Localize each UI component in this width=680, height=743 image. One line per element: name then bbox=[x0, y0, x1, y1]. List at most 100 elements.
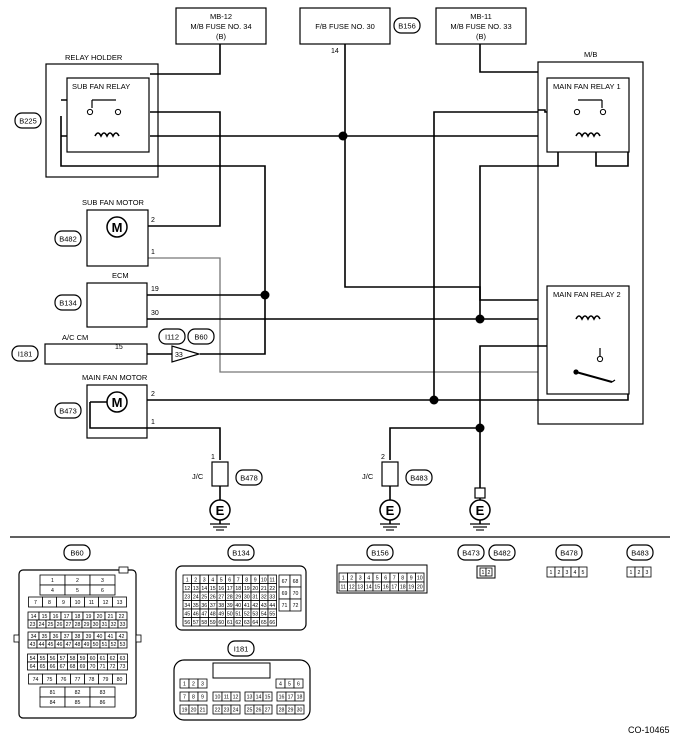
svg-text:20: 20 bbox=[252, 586, 258, 592]
ground-2: 2 E J/C B483 bbox=[362, 454, 433, 531]
svg-text:32: 32 bbox=[261, 594, 267, 600]
ac-cm-conn1: I112 bbox=[165, 333, 179, 342]
b134-pin-3: 3 bbox=[199, 574, 209, 584]
b60-pin-31: 31 bbox=[99, 619, 110, 629]
b134-pin-68: 68 bbox=[289, 574, 302, 588]
b134-pin-11: 11 bbox=[267, 574, 277, 584]
b60-pin-58: 58 bbox=[67, 653, 78, 663]
b60-pin-23: 23 bbox=[27, 619, 38, 629]
b60-pin-65: 65 bbox=[37, 661, 48, 671]
i181-pin-5: 5 bbox=[284, 678, 295, 689]
svg-text:1: 1 bbox=[186, 577, 189, 583]
svg-text:40: 40 bbox=[97, 634, 103, 640]
svg-text:47: 47 bbox=[66, 642, 72, 648]
b134-pin-40: 40 bbox=[233, 600, 243, 610]
svg-text:65: 65 bbox=[40, 664, 46, 670]
b60-pin-8: 8 bbox=[42, 596, 57, 608]
svg-text:2: 2 bbox=[192, 682, 195, 688]
svg-text:20: 20 bbox=[417, 585, 423, 591]
b156-pin-11: 11 bbox=[338, 581, 348, 592]
b60-pin-30: 30 bbox=[90, 619, 101, 629]
ground1-jc: J/C bbox=[192, 472, 204, 481]
connector-b478-label: B478 bbox=[560, 549, 578, 558]
connector-b482-label: B482 bbox=[493, 549, 511, 558]
i181-pin-20: 20 bbox=[188, 704, 199, 715]
b60-pin-6: 6 bbox=[89, 584, 116, 596]
svg-text:22: 22 bbox=[269, 586, 275, 592]
b134-pin-9: 9 bbox=[250, 574, 260, 584]
b134-pin-57: 57 bbox=[191, 617, 201, 627]
fuse-fb30-label: F/B FUSE NO. 30 bbox=[315, 22, 375, 31]
svg-text:23: 23 bbox=[224, 708, 230, 714]
svg-text:1: 1 bbox=[342, 576, 345, 582]
i181-pin-15: 15 bbox=[262, 691, 273, 702]
svg-text:16: 16 bbox=[383, 585, 389, 591]
svg-text:7: 7 bbox=[237, 577, 240, 583]
svg-text:21: 21 bbox=[261, 586, 267, 592]
b60-pin-22: 22 bbox=[115, 611, 128, 621]
b134-pin-67: 67 bbox=[278, 574, 291, 588]
svg-text:12: 12 bbox=[184, 586, 190, 592]
svg-text:4: 4 bbox=[51, 588, 54, 594]
i181-pin-6: 6 bbox=[293, 678, 304, 689]
svg-text:16: 16 bbox=[279, 695, 285, 701]
b134-pin-31: 31 bbox=[250, 591, 260, 601]
i181-pin-12: 12 bbox=[230, 691, 241, 702]
b60-pin-62: 62 bbox=[107, 653, 118, 663]
b478-pin-3: 3 bbox=[562, 566, 572, 578]
svg-text:28: 28 bbox=[279, 708, 285, 714]
svg-text:21: 21 bbox=[200, 708, 206, 714]
b60-pin-26: 26 bbox=[54, 619, 65, 629]
svg-text:9: 9 bbox=[410, 576, 413, 582]
b134-pin-35: 35 bbox=[191, 600, 201, 610]
b60-pin-66: 66 bbox=[47, 661, 58, 671]
svg-text:13: 13 bbox=[117, 600, 123, 606]
svg-text:51: 51 bbox=[235, 611, 241, 617]
b134-pin-70: 70 bbox=[289, 586, 302, 600]
svg-text:7: 7 bbox=[34, 600, 37, 606]
b156-pin-12: 12 bbox=[347, 581, 357, 592]
b134-pin-48: 48 bbox=[208, 608, 218, 618]
i181-pin-24: 24 bbox=[230, 704, 241, 715]
b134-pin-23: 23 bbox=[182, 591, 192, 601]
ecm-pin-a: 19 bbox=[151, 286, 159, 293]
svg-text:39: 39 bbox=[86, 634, 92, 640]
i181-pin-14: 14 bbox=[253, 691, 264, 702]
svg-text:49: 49 bbox=[218, 611, 224, 617]
svg-text:19: 19 bbox=[244, 586, 250, 592]
svg-text:20: 20 bbox=[191, 708, 197, 714]
b134-pin-14: 14 bbox=[199, 583, 209, 593]
svg-text:52: 52 bbox=[111, 642, 117, 648]
ground1-code: B478 bbox=[240, 474, 258, 483]
ac-cm-title: A/C CM bbox=[62, 333, 88, 342]
b483-pin-3: 3 bbox=[642, 566, 652, 578]
svg-text:5: 5 bbox=[76, 588, 79, 594]
svg-text:37: 37 bbox=[64, 634, 70, 640]
ecm-code: B134 bbox=[59, 299, 77, 308]
b134-pin-18: 18 bbox=[233, 583, 243, 593]
svg-text:25: 25 bbox=[201, 594, 207, 600]
svg-text:27: 27 bbox=[218, 594, 224, 600]
b478-pin-5: 5 bbox=[578, 566, 588, 578]
b156-pin-3: 3 bbox=[355, 572, 365, 583]
b60-pin-72: 72 bbox=[107, 661, 118, 671]
svg-text:12: 12 bbox=[103, 600, 109, 606]
svg-text:36: 36 bbox=[201, 603, 207, 609]
svg-text:45: 45 bbox=[184, 611, 190, 617]
b60-pin-35: 35 bbox=[38, 631, 51, 641]
b156-pin-7: 7 bbox=[389, 572, 399, 583]
b134-pin-45: 45 bbox=[182, 608, 192, 618]
b60-pin-41: 41 bbox=[104, 631, 117, 641]
ac-cm: A/C CM 15 I181 33 I112 B60 bbox=[11, 328, 215, 365]
b134-pin-58: 58 bbox=[199, 617, 209, 627]
sub-fan-motor-icon: M bbox=[112, 220, 123, 235]
b156-pin-18: 18 bbox=[398, 581, 408, 592]
b134-pin-33: 33 bbox=[267, 591, 277, 601]
svg-text:56: 56 bbox=[50, 656, 56, 662]
fuse-fb30-pin: 14 bbox=[331, 48, 339, 55]
i181-pin-7: 7 bbox=[179, 691, 190, 702]
b60-pin-48: 48 bbox=[72, 639, 83, 649]
b134-pin-28: 28 bbox=[225, 591, 235, 601]
svg-text:30: 30 bbox=[244, 594, 250, 600]
b60-pin-12: 12 bbox=[98, 596, 113, 608]
